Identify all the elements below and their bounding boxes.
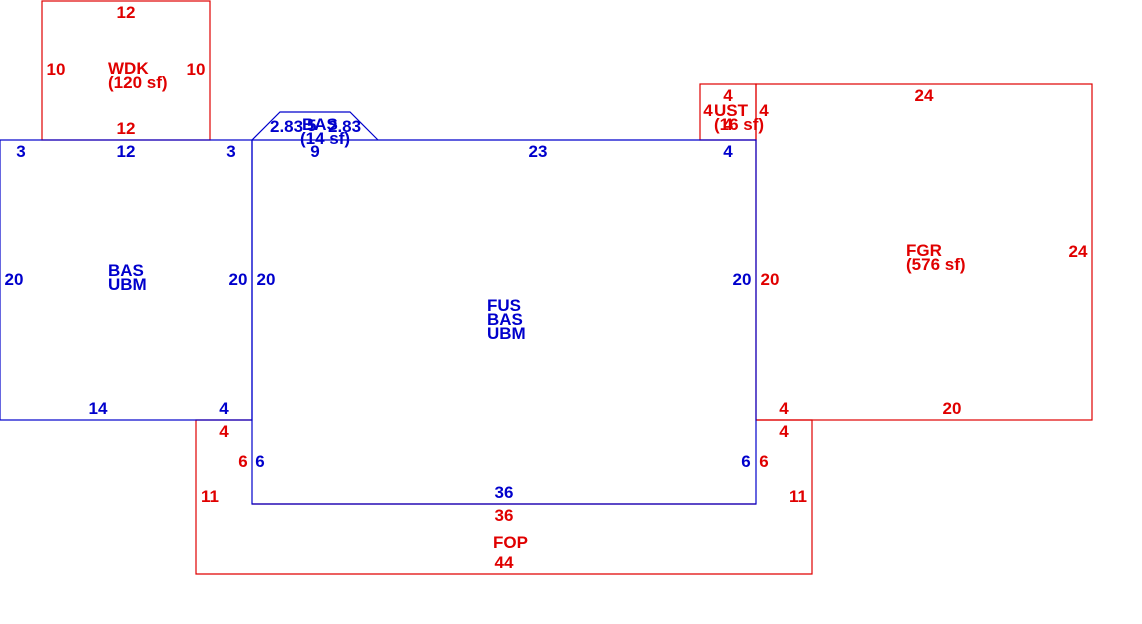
main-top-23-dim: 23 — [529, 142, 548, 161]
fop-code: FOP — [493, 533, 528, 552]
fop-left-4-dim: 4 — [219, 422, 229, 441]
wdk-bottom-dim: 12 — [117, 119, 136, 138]
fgr-area: (576 sf) — [906, 255, 966, 274]
fop-right-4-dim: 4 — [779, 422, 789, 441]
fop-top-dim: 36 — [495, 506, 514, 525]
main-bas-code: BAS — [487, 310, 523, 329]
ust-left-dim: 4 — [703, 101, 713, 120]
fop-left-6-dim: 6 — [238, 452, 247, 471]
bas-left-dim: 20 — [5, 270, 24, 289]
main-top-9-dim: 9 — [310, 142, 319, 161]
bay-top-dim: 5 — [307, 116, 316, 135]
fop-right-6-dim: 6 — [759, 452, 768, 471]
bay-right-dim: 2.83 — [328, 117, 361, 136]
bas-right-dim: 20 — [229, 270, 248, 289]
fop-right-11-dim: 11 — [789, 487, 807, 506]
bas-top-right-dim: 3 — [226, 142, 235, 161]
main-bottom-dim: 36 — [495, 483, 514, 502]
bay-area: (14 sf) — [300, 129, 350, 148]
bay-left-dim: 2.83 — [270, 117, 303, 136]
wdk-top-dim: 12 — [117, 3, 136, 22]
bas-bottom-right-dim: 4 — [219, 399, 229, 418]
fop-left-11-dim: 11 — [201, 487, 219, 506]
main-top-4-dim: 4 — [723, 142, 733, 161]
ust-bottom-dim: 4 — [723, 115, 733, 134]
fus-code: FUS — [487, 296, 521, 315]
main-left-dim: 20 — [257, 270, 276, 289]
fgr-code: FGR — [906, 241, 942, 260]
bas-top-left-dim: 3 — [16, 142, 25, 161]
fgr-top-dim: 24 — [915, 86, 934, 105]
bas-top-mid-dim: 12 — [117, 142, 136, 161]
ust-right-dim: 4 — [759, 101, 769, 120]
wdk-left-dim: 10 — [47, 60, 66, 79]
fop-bottom-dim: 44 — [495, 553, 514, 572]
fgr-right-dim: 24 — [1069, 242, 1088, 261]
ust-area: (16 sf) — [714, 115, 764, 134]
wdk-code: WDK — [108, 59, 149, 78]
fgr-bottom-dim: 20 — [943, 399, 962, 418]
bas-bottom-dim: 14 — [89, 399, 108, 418]
ubm-code: UBM — [108, 275, 147, 294]
bay-code: BAS — [302, 115, 338, 134]
ust-top-dim: 4 — [723, 86, 733, 105]
main-right-dim: 20 — [733, 270, 752, 289]
wdk-area: (120 sf) — [108, 73, 168, 92]
wdk-right-dim: 10 — [187, 60, 206, 79]
main-outline — [251, 139, 757, 505]
bay-outline — [251, 111, 379, 141]
ust-code: UST — [714, 101, 749, 120]
fgr-left-dim: 20 — [761, 270, 780, 289]
main-left-6-dim: 6 — [255, 452, 264, 471]
fgr-bottom-left-dim: 4 — [779, 399, 789, 418]
main-ubm-code: UBM — [487, 324, 526, 343]
main-right-6-dim: 6 — [741, 452, 750, 471]
bas-code: BAS — [108, 261, 144, 280]
